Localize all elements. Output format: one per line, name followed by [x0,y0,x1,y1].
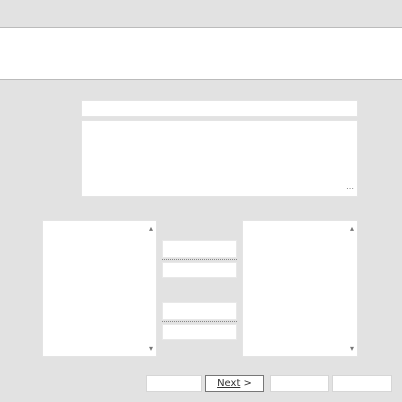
wizard-header [0,27,402,80]
finish-button[interactable] [270,375,329,392]
available-list[interactable]: ▴ ▾ [42,220,157,357]
add-button[interactable] [162,240,237,258]
title-bar [0,0,402,26]
remove-all-button[interactable] [162,324,237,340]
ellipsis-icon[interactable]: ⋯ [346,184,354,193]
scroll-up-icon[interactable]: ▴ [349,224,354,233]
selected-list[interactable]: ▴ ▾ [242,220,358,357]
scroll-down-icon[interactable]: ▾ [349,344,354,353]
back-button[interactable] [146,375,202,392]
cancel-button[interactable] [332,375,392,392]
divider [162,321,237,322]
next-button[interactable]: Next > [205,375,264,392]
divider [162,259,237,260]
add-all-button[interactable] [162,262,237,278]
scroll-down-icon[interactable]: ▾ [148,344,153,353]
description-textarea[interactable]: ⋯ [81,120,358,197]
next-button-label: Next [217,378,241,389]
name-input[interactable] [81,100,358,117]
chevron-right-icon: > [243,378,252,389]
remove-button[interactable] [162,302,237,320]
scroll-up-icon[interactable]: ▴ [148,224,153,233]
